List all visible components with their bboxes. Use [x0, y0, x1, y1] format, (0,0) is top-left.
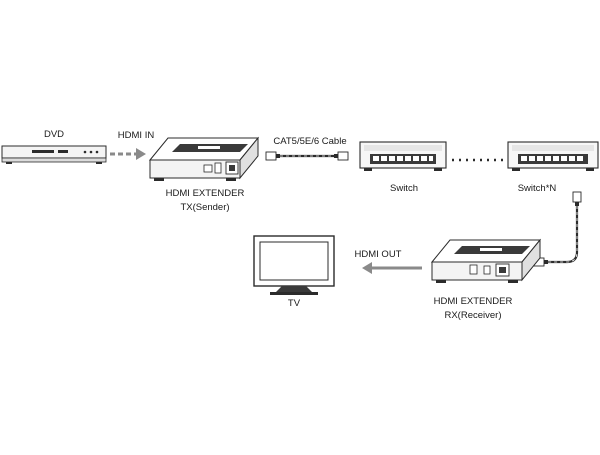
hdmi-in-label: HDMI IN	[117, 130, 155, 141]
hdmi-out-label: HDMI OUT	[354, 249, 402, 260]
tv-device	[253, 235, 335, 295]
switch-device	[359, 141, 447, 171]
hdmi-out-arrow	[362, 262, 422, 274]
switch-n-device	[507, 141, 599, 171]
hdmi-in-arrow	[110, 148, 146, 160]
tx-role-label: TX(Sender)	[180, 202, 230, 213]
rx-role-label: RX(Receiver)	[444, 310, 502, 321]
switch-label: Switch	[390, 183, 418, 194]
tx-title-label: HDMI EXTENDER	[165, 188, 245, 199]
rx-title-label: HDMI EXTENDER	[433, 296, 513, 307]
tv-label: TV	[287, 298, 301, 309]
cat-cable-tx-switch	[265, 151, 349, 161]
switch-n-label: Switch*N	[517, 183, 557, 194]
rx-extender-device	[430, 238, 542, 283]
dvd-player	[1, 145, 107, 164]
tx-extender-device	[148, 136, 260, 181]
cable-label: CAT5/5E/6 Cable	[273, 136, 347, 147]
dvd-label: DVD	[43, 129, 65, 140]
cat-cable-switch-rx	[533, 191, 582, 267]
